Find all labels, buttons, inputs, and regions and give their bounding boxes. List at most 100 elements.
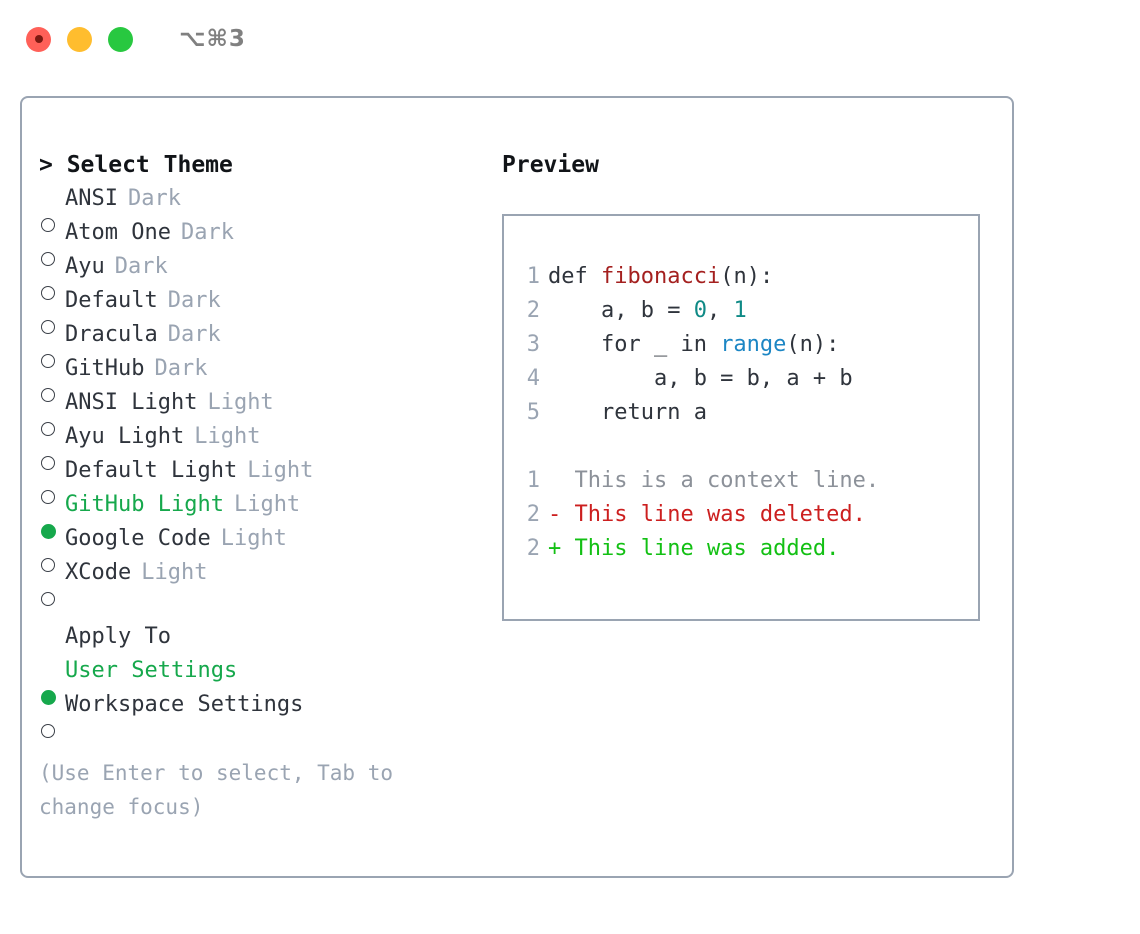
diff-line-prefix: - bbox=[548, 502, 575, 527]
code-line-content: a, b = b, a + b bbox=[548, 362, 853, 396]
code-token-plain: return a bbox=[548, 400, 707, 425]
code-diff-spacer bbox=[504, 430, 978, 464]
code-token-plain: (n): bbox=[720, 264, 774, 289]
theme-name: Dracula bbox=[65, 322, 158, 347]
theme-list-item[interactable]: Default Light Light bbox=[39, 454, 499, 504]
code-token-function: fibonacci bbox=[600, 264, 721, 289]
keyboard-shortcut-label: ⌥⌘3 bbox=[179, 26, 246, 52]
theme-list-item[interactable]: ANSI Light Light bbox=[39, 386, 499, 436]
code-line-number: 4 bbox=[526, 366, 540, 391]
theme-category: Light bbox=[247, 458, 314, 483]
theme-name: ANSI Light bbox=[65, 390, 198, 415]
theme-name: ANSI bbox=[65, 186, 118, 211]
apply-to-option[interactable]: Workspace Settings bbox=[39, 688, 499, 738]
theme-category: Dark bbox=[114, 254, 168, 279]
theme-list-item[interactable]: Default Dark bbox=[39, 284, 499, 334]
theme-name: Default Light bbox=[65, 458, 238, 483]
code-line-number: 1 bbox=[526, 264, 540, 289]
code-token-number: 1 bbox=[733, 298, 747, 323]
maximize-button-icon[interactable] bbox=[108, 26, 133, 52]
code-line: 1 def fibonacci(n): bbox=[504, 260, 978, 294]
theme-list-item[interactable]: XCode Light bbox=[39, 556, 499, 606]
theme-category: Light bbox=[141, 560, 208, 585]
theme-category: Dark bbox=[167, 288, 221, 313]
code-token-plain: a, b = bbox=[548, 298, 694, 323]
keyboard-hint-text: (Use Enter to select, Tab to change focu… bbox=[39, 761, 394, 819]
theme-name: XCode bbox=[65, 560, 132, 585]
theme-name: Default bbox=[65, 288, 158, 313]
diff-line-text: This line was deleted. bbox=[574, 502, 866, 527]
code-token-plain: , bbox=[706, 298, 734, 323]
code-token-call: range bbox=[720, 332, 787, 357]
code-line: 4 a, b = b, a + b bbox=[504, 362, 978, 396]
code-line: 2 a, b = 0, 1 bbox=[504, 294, 978, 328]
apply-to-label: Apply To bbox=[65, 624, 171, 649]
diff-sample: 1 This is a context line.2- This line wa… bbox=[504, 464, 978, 566]
code-line: 5 return a bbox=[504, 396, 978, 430]
theme-list-item[interactable]: GitHub Dark bbox=[39, 352, 499, 402]
diff-line-number: 2 bbox=[526, 502, 540, 527]
theme-category: Dark bbox=[154, 356, 208, 381]
apply-to-option-label: Workspace Settings bbox=[65, 692, 304, 717]
code-line-number: 3 bbox=[526, 332, 540, 357]
minimize-button-icon[interactable] bbox=[67, 26, 92, 52]
title-bar: ⌥⌘3 bbox=[0, 0, 1140, 78]
diff-line-prefix: + bbox=[548, 536, 575, 561]
theme-category: Light bbox=[220, 526, 287, 551]
diff-line: 2 + This line was added. bbox=[504, 532, 978, 566]
theme-category: Light bbox=[207, 390, 274, 415]
apply-to-marker-spacer bbox=[39, 620, 65, 654]
code-line-number: 5 bbox=[526, 400, 540, 425]
code-token-plain: a, b = b, a + b bbox=[548, 366, 853, 391]
theme-list-item[interactable]: Dracula Dark bbox=[39, 318, 499, 368]
theme-name: GitHub Light bbox=[65, 492, 224, 517]
select-theme-heading: > Select Theme bbox=[39, 152, 233, 178]
diff-line-number: 2 bbox=[526, 536, 540, 561]
theme-list-item[interactable]: Ayu Light Light bbox=[39, 420, 499, 470]
theme-name: Atom One bbox=[65, 220, 171, 245]
diff-line-prefix bbox=[548, 464, 575, 498]
window-controls bbox=[26, 26, 133, 52]
preview-heading: Preview bbox=[502, 152, 599, 178]
diff-line: 1 This is a context line. bbox=[504, 464, 978, 498]
theme-list-item[interactable]: GitHub Light Light bbox=[39, 488, 499, 539]
apply-to-heading: Apply To bbox=[39, 620, 499, 654]
close-button-icon[interactable] bbox=[26, 26, 51, 52]
code-line-content: return a bbox=[548, 396, 707, 430]
code-token-plain: def bbox=[548, 264, 601, 289]
code-line-number: 2 bbox=[526, 298, 540, 323]
diff-line-text: This is a context line. bbox=[574, 468, 880, 493]
code-line-content: def fibonacci(n): bbox=[548, 260, 773, 294]
code-line: 3 for _ in range(n): bbox=[504, 328, 978, 362]
theme-name: Google Code bbox=[65, 526, 211, 551]
code-token-number: 0 bbox=[693, 298, 707, 323]
theme-list-item[interactable]: Google Code Light bbox=[39, 522, 499, 572]
code-line-content: a, b = 0, 1 bbox=[548, 294, 747, 328]
theme-category: Dark bbox=[127, 186, 181, 211]
code-token-plain: for _ in bbox=[548, 332, 721, 357]
diff-line-text: This line was added. bbox=[574, 536, 840, 561]
theme-category: Dark bbox=[167, 322, 221, 347]
theme-name: GitHub bbox=[65, 356, 145, 381]
diff-line: 2- This line was deleted. bbox=[504, 498, 978, 532]
theme-category: Light bbox=[194, 424, 261, 449]
theme-list-item[interactable]: Atom One Dark bbox=[39, 216, 499, 266]
theme-category: Dark bbox=[180, 220, 234, 245]
code-line-content: for _ in range(n): bbox=[548, 328, 839, 362]
theme-category: Light bbox=[233, 492, 301, 517]
apply-to-option-label: User Settings bbox=[65, 658, 238, 683]
theme-list-item[interactable]: ANSI Dark bbox=[39, 182, 499, 232]
theme-name: Ayu Light bbox=[65, 424, 185, 449]
apply-to-option[interactable]: User Settings bbox=[39, 654, 499, 705]
code-token-plain: (n): bbox=[786, 332, 840, 357]
diff-line-number: 1 bbox=[526, 468, 540, 493]
